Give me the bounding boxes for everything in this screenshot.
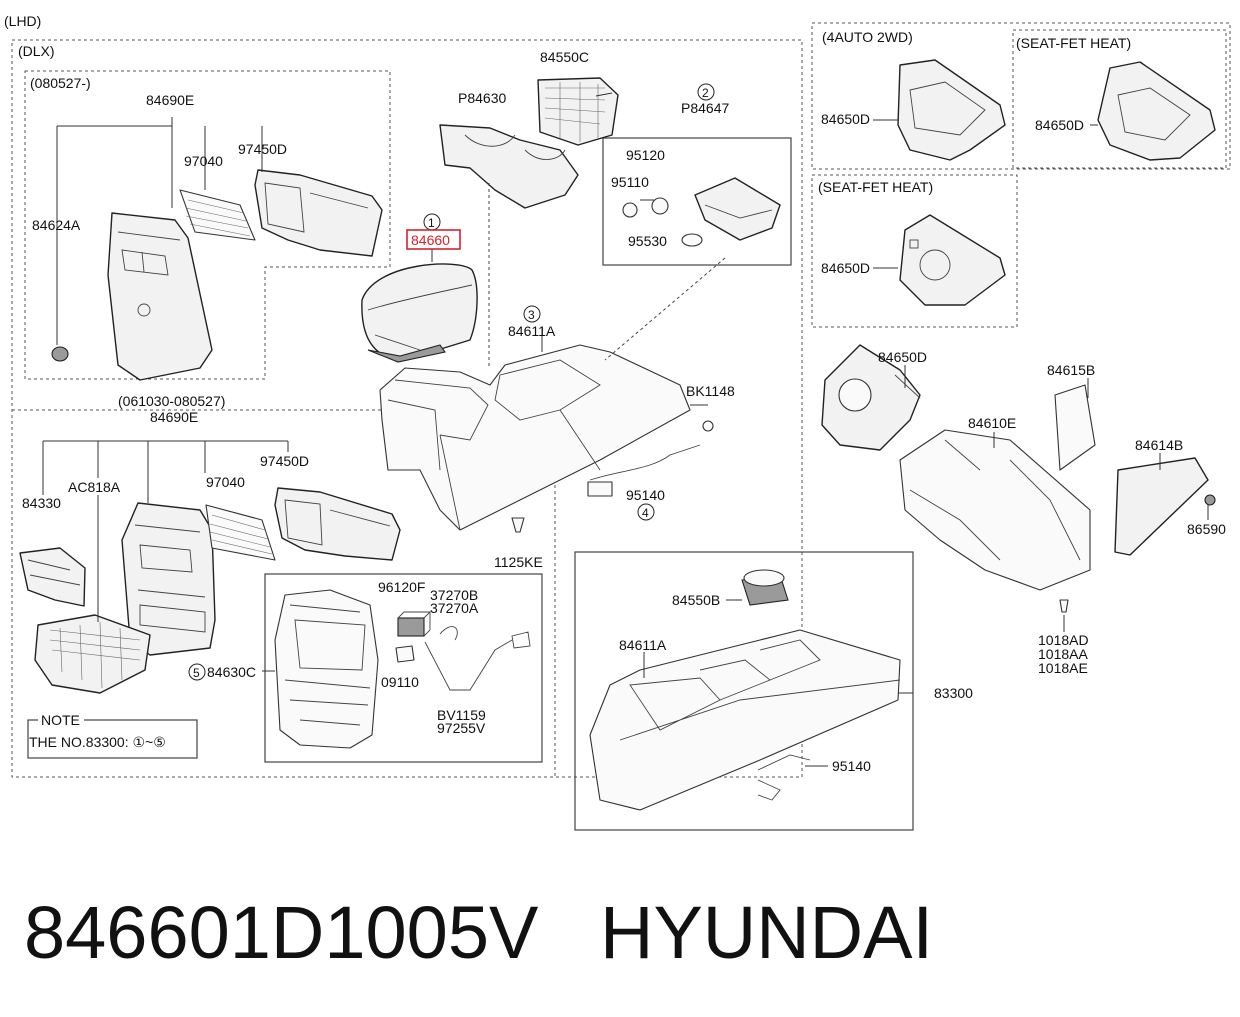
part-label-86590[interactable]: 86590 <box>1187 521 1226 537</box>
circle-2-label: 2 <box>702 86 709 100</box>
part-label-09110[interactable]: 09110 <box>381 674 419 690</box>
part-label-1125KE[interactable]: 1125KE <box>494 554 543 570</box>
shift-bezels <box>897 59 1216 306</box>
part-label-P84630[interactable]: P84630 <box>458 90 506 106</box>
part-labels: 84690E 97040 97450D 84624A 84550C P84630… <box>22 49 1226 774</box>
rear-panel-group-b <box>19 487 401 694</box>
frame-label-4auto: (4AUTO 2WD) <box>822 29 913 45</box>
part-label-84611A-a[interactable]: 84611A <box>508 323 556 339</box>
part-label-84550C[interactable]: 84550C <box>540 49 589 65</box>
rear-panel-group-a <box>51 169 383 381</box>
part-label-84624A[interactable]: 84624A <box>32 217 81 233</box>
part-label-83300[interactable]: 83300 <box>934 685 973 701</box>
footer-brand: HYUNDAI <box>600 891 934 974</box>
part-label-84610E[interactable]: 84610E <box>968 415 1016 431</box>
circle-1-label: 1 <box>428 216 435 230</box>
part-label-1018AD[interactable]: 1018AD <box>1038 632 1089 648</box>
frame-inset-console-83300 <box>574 551 914 831</box>
circle-3 <box>523 305 541 323</box>
cupholder-inset-parts <box>274 589 531 749</box>
part-label-84650D-seat-heat-lower[interactable]: 84650D <box>821 260 870 276</box>
part-label-37270A[interactable]: 37270A <box>430 600 479 616</box>
part-label-37270B[interactable]: 37270B <box>430 587 478 603</box>
highlight-box-84660 <box>406 229 461 250</box>
frame-label-080527: (080527-) <box>30 75 91 91</box>
frame-seat-heat-upper <box>1012 29 1227 169</box>
part-label-84690E-b[interactable]: 84690E <box>150 409 198 425</box>
part-label-AC818A[interactable]: AC818A <box>68 479 121 495</box>
part-label-95120[interactable]: 95120 <box>626 147 665 163</box>
part-label-84660[interactable]: 84660 <box>411 232 450 248</box>
part-label-97255V[interactable]: 97255V <box>437 720 486 736</box>
header-lhd: (LHD) <box>4 13 41 29</box>
circle-5-label: 5 <box>193 666 200 680</box>
note-title: NOTE <box>41 712 80 728</box>
circled-numbers: 1 2 3 4 5 <box>188 83 715 681</box>
part-label-97450D-b[interactable]: 97450D <box>260 453 309 469</box>
note-box <box>27 719 198 759</box>
frame-dlx <box>11 39 803 778</box>
part-label-97040-a[interactable]: 97040 <box>184 153 223 169</box>
part-label-84650D-seat-heat-upper[interactable]: 84650D <box>1035 117 1084 133</box>
frame-label-061030: (061030-080527) <box>118 393 225 409</box>
shift-assembly-84650d <box>821 344 921 451</box>
part-label-84690E-a[interactable]: 84690E <box>146 92 194 108</box>
frame-seat-heat-lower <box>811 174 1018 328</box>
console-83300 <box>589 569 901 811</box>
frame-080527 <box>24 70 391 380</box>
part-label-84615B[interactable]: 84615B <box>1047 362 1095 378</box>
part-label-84614B[interactable]: 84614B <box>1135 437 1183 453</box>
part-label-84330[interactable]: 84330 <box>22 495 61 511</box>
part-label-95140-b[interactable]: 95140 <box>832 758 871 774</box>
part-label-84650D-4auto[interactable]: 84650D <box>821 111 870 127</box>
circle-4 <box>637 503 655 521</box>
part-label-84650D-main[interactable]: 84650D <box>878 349 927 365</box>
frame-label-seat-heat-lower: (SEAT-FET HEAT) <box>818 179 933 195</box>
note-title-bg <box>38 713 84 727</box>
circle-2 <box>697 83 715 101</box>
armrest-84660 <box>361 263 478 363</box>
circle-4-label: 4 <box>642 506 649 520</box>
circle-3-label: 3 <box>528 308 535 322</box>
lower-console-84610e <box>899 384 1216 613</box>
part-label-1018AE[interactable]: 1018AE <box>1038 660 1088 676</box>
part-label-P84647[interactable]: P84647 <box>681 100 729 116</box>
frame-inset-switch <box>602 137 792 266</box>
part-label-84611A-b[interactable]: 84611A <box>619 637 667 653</box>
part-label-84630C[interactable]: 84630C <box>207 664 256 680</box>
part-label-96120F[interactable]: 96120F <box>378 579 425 595</box>
part-label-95530[interactable]: 95530 <box>628 233 667 249</box>
footer-part-number: 846601D1005V <box>24 891 539 974</box>
part-label-84550B[interactable]: 84550B <box>672 592 720 608</box>
header-dlx: (DLX) <box>18 43 55 59</box>
circle-5 <box>188 663 206 681</box>
frame-label-seat-heat-upper: (SEAT-FET HEAT) <box>1016 35 1131 51</box>
note-text: THE NO.83300: ①~⑤ <box>29 734 166 750</box>
part-label-BK1148[interactable]: BK1148 <box>686 383 735 399</box>
frame-inset-cupholder <box>264 573 543 763</box>
part-label-95110[interactable]: 95110 <box>611 174 649 190</box>
part-label-95140-a[interactable]: 95140 <box>626 487 665 503</box>
part-label-BV1159[interactable]: BV1159 <box>437 707 486 723</box>
part-label-97450D-a[interactable]: 97450D <box>238 141 287 157</box>
main-console-84611a <box>379 77 781 533</box>
part-label-97040-b[interactable]: 97040 <box>206 474 245 490</box>
part-label-1018AA[interactable]: 1018AA <box>1038 646 1088 662</box>
